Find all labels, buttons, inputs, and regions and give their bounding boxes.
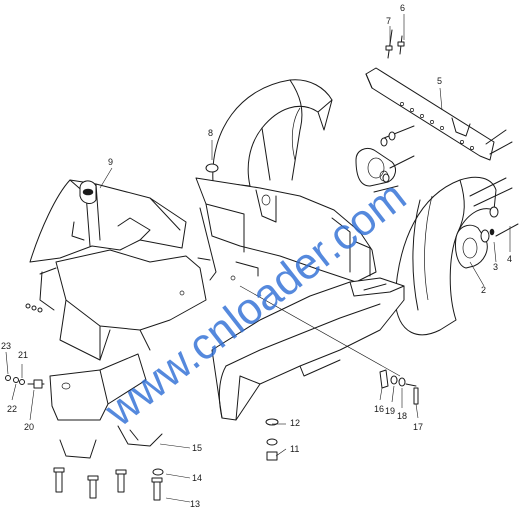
lower-left-bracket — [49, 353, 163, 459]
part-label-3: 3 — [493, 262, 498, 272]
part-label-6: 6 — [400, 3, 405, 13]
part-label-9: 9 — [108, 157, 113, 167]
part-label-15: 15 — [192, 443, 202, 453]
part-label-16: 16 — [374, 404, 384, 414]
part-label-7: 7 — [386, 16, 391, 26]
part-label-19: 19 — [385, 406, 395, 416]
washers-right — [380, 131, 499, 243]
washers-lower — [205, 163, 279, 461]
trunnion-cap-lower — [455, 224, 488, 269]
part-label-8: 8 — [208, 128, 213, 138]
bolts-right — [373, 125, 519, 237]
rear-fender-left — [212, 79, 333, 187]
bolts-top — [385, 29, 405, 59]
rear-frame-body — [29, 179, 207, 361]
hardware-20-23 — [5, 303, 45, 389]
part-label-22: 22 — [7, 404, 17, 414]
part-label-18: 18 — [397, 411, 407, 421]
hardware-16-19 — [379, 369, 419, 405]
part-number-labels: 6 7 5 8 9 4 3 2 12 11 15 14 13 16 19 18 … — [1, 3, 512, 509]
leader-lines — [5, 14, 511, 503]
cross-bracket-5 — [365, 67, 495, 161]
part-label-23: 23 — [1, 341, 11, 351]
part-label-20: 20 — [24, 422, 34, 432]
part-label-2: 2 — [481, 285, 486, 295]
part-label-11: 11 — [290, 444, 299, 454]
front-fender-right — [394, 176, 497, 336]
bolts-lower-left — [53, 467, 164, 501]
front-frame-body — [211, 277, 405, 421]
part-label-14: 14 — [192, 473, 202, 483]
part-label-13: 13 — [190, 499, 200, 509]
part-label-12: 12 — [290, 418, 300, 428]
part-label-4: 4 — [507, 254, 512, 264]
center-crossmember — [179, 177, 377, 296]
part-label-21: 21 — [18, 350, 28, 360]
part-label-17: 17 — [413, 422, 423, 432]
part-label-5: 5 — [437, 76, 442, 86]
